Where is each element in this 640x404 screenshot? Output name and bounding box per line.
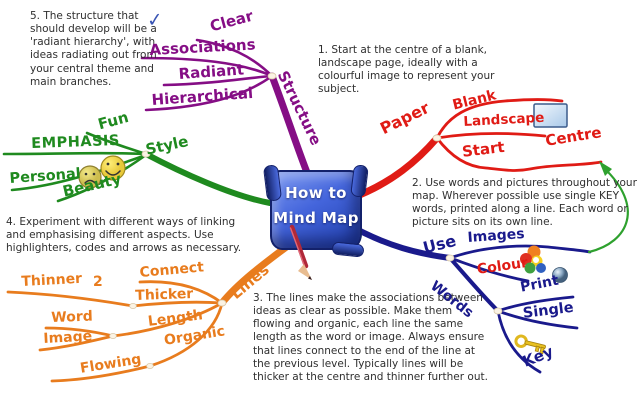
branch-radiant-line (162, 74, 274, 87)
branch-connect-line (138, 280, 224, 305)
branch-style-trunk (143, 151, 273, 206)
junction-beads (109, 72, 503, 369)
label-thinner: Thinner (21, 270, 83, 290)
branch-flowing-line (50, 364, 152, 383)
center-scroll: How to Mind Map (262, 164, 369, 258)
branch-associations-line (140, 56, 274, 78)
branch-clear-line (195, 38, 274, 78)
branch-organic-line (148, 301, 224, 368)
note-1: 1. Start at the centre of a blank, lands… (318, 44, 495, 96)
branch-landscape-line (435, 132, 547, 140)
landscape-page-icon (533, 103, 568, 128)
center-title-line2: Mind Map (273, 208, 359, 227)
sad-face-icon (78, 165, 102, 189)
note-3: 3. The lines make the associations betwe… (253, 292, 488, 383)
note-2: 2. Use words and pictures throughout you… (412, 177, 637, 229)
branch-emphasis-line (2, 151, 148, 156)
branch-hierarchical-line (144, 74, 274, 112)
branch-image-line (38, 334, 115, 352)
key-icon (514, 334, 546, 355)
smiley-face-icon (100, 155, 126, 181)
label-emphasis: EMPHASIS (31, 132, 121, 152)
branch-fun-line (85, 131, 148, 156)
branch-print-line (496, 295, 575, 313)
scroll-parchment (270, 170, 362, 250)
branch-start-centre-line (435, 136, 603, 172)
colour-palette-icon (520, 245, 546, 274)
branch-word-line (44, 326, 115, 338)
branch-blank-line (435, 98, 564, 140)
center-title-line1: How to (285, 184, 347, 202)
sphere-icon (552, 267, 568, 283)
branch-single-line (496, 309, 579, 330)
note-4: 4. Experiment with different ways of lin… (6, 216, 242, 255)
branch-colour-line (448, 256, 530, 283)
branch-length-line (111, 301, 224, 338)
branch-key-line (496, 309, 542, 374)
branch-beauty-line (56, 153, 148, 203)
pencil-icon (289, 224, 312, 280)
branch-lines-trunk (218, 241, 293, 307)
curved-arrow-icon (587, 161, 629, 254)
label-thicker: Thicker (135, 285, 194, 304)
center-title: How to Mind Map (266, 181, 366, 231)
check-icon: ✓ (146, 8, 164, 32)
branch-words-line (448, 256, 500, 313)
branch-images-line (448, 244, 592, 260)
note-5: 5. The structure that should develop wil… (30, 10, 157, 88)
label-thinner-2: 2 (93, 274, 103, 290)
label-image: Image (43, 328, 93, 347)
branch-structure-trunk (268, 72, 312, 179)
label-word: Word (51, 308, 94, 326)
